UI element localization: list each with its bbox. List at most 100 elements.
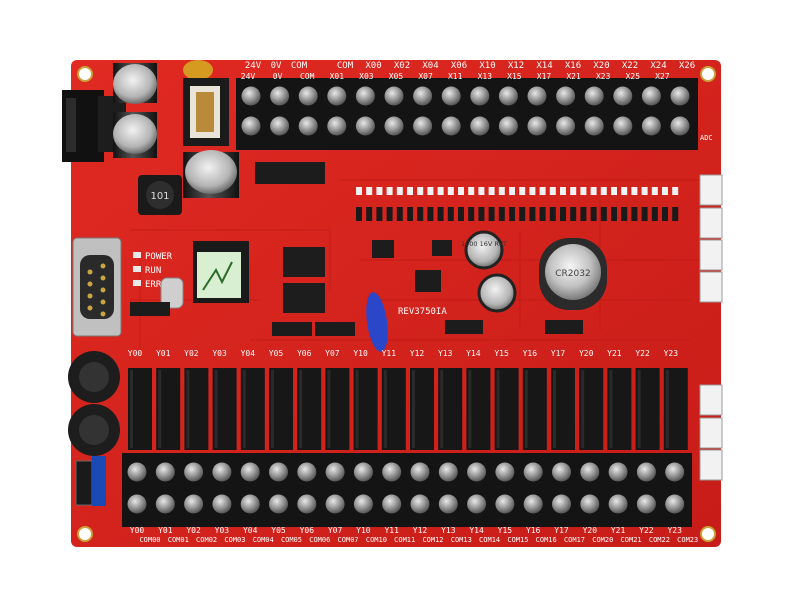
terminal-screw[interactable] bbox=[155, 494, 175, 514]
terminal-screw[interactable] bbox=[438, 494, 458, 514]
terminal-screw[interactable] bbox=[297, 494, 317, 514]
terminal-screw[interactable] bbox=[641, 86, 661, 106]
terminal-screw[interactable] bbox=[495, 494, 515, 514]
terminal-screw[interactable] bbox=[269, 494, 288, 514]
terminal-screw[interactable] bbox=[613, 86, 633, 106]
com-label: COM15 bbox=[507, 536, 528, 544]
terminal-screw[interactable] bbox=[241, 116, 261, 136]
input-led bbox=[590, 187, 597, 195]
terminal-screw[interactable] bbox=[127, 462, 147, 482]
output-label: Y20 bbox=[583, 526, 598, 535]
terminal-screw[interactable] bbox=[327, 86, 347, 106]
resistor bbox=[560, 207, 566, 221]
terminal-screw[interactable] bbox=[552, 494, 571, 514]
output-label: Y21 bbox=[607, 349, 622, 358]
terminal-screw[interactable] bbox=[584, 86, 604, 106]
com-label: COM20 bbox=[592, 536, 613, 544]
input-led bbox=[611, 187, 617, 195]
terminal-screw[interactable] bbox=[498, 86, 518, 106]
terminal-screw[interactable] bbox=[470, 116, 490, 136]
terminal-screw[interactable] bbox=[325, 494, 345, 514]
mini-din-connector bbox=[68, 351, 120, 456]
terminal-screw[interactable] bbox=[552, 462, 571, 482]
com-label: COM01 bbox=[168, 536, 189, 544]
terminal-screw[interactable] bbox=[580, 462, 600, 482]
terminal-screw[interactable] bbox=[270, 86, 290, 106]
output-label: Y05 bbox=[271, 526, 286, 535]
terminal-screw[interactable] bbox=[670, 86, 690, 106]
input-led bbox=[560, 187, 566, 195]
resistor bbox=[437, 207, 444, 221]
terminal-screw[interactable] bbox=[298, 116, 318, 136]
db9-connector bbox=[72, 237, 122, 337]
output-label: Y01 bbox=[158, 526, 173, 535]
terminal-screw[interactable] bbox=[467, 494, 487, 514]
terminal-screw[interactable] bbox=[438, 462, 458, 482]
terminal-screw[interactable] bbox=[353, 462, 373, 482]
input-led bbox=[396, 187, 403, 195]
output-label: Y06 bbox=[300, 526, 315, 535]
terminal-screw[interactable] bbox=[353, 494, 373, 514]
terminal-screw[interactable] bbox=[269, 462, 288, 482]
terminal-screw[interactable] bbox=[636, 494, 656, 514]
terminal-screw[interactable] bbox=[355, 116, 375, 136]
terminal-screw[interactable] bbox=[212, 462, 232, 482]
terminal-screw[interactable] bbox=[184, 462, 204, 482]
terminal-screw[interactable] bbox=[527, 86, 547, 106]
terminal-screw[interactable] bbox=[410, 462, 430, 482]
terminal-screw[interactable] bbox=[580, 494, 600, 514]
led-label-run: RUN bbox=[145, 266, 161, 276]
terminal-screw[interactable] bbox=[241, 86, 261, 106]
terminal-screw[interactable] bbox=[410, 494, 430, 514]
revision-text: REV3750IA bbox=[398, 307, 447, 317]
terminal-screw[interactable] bbox=[413, 86, 433, 106]
terminal-screw[interactable] bbox=[155, 462, 175, 482]
terminal-screw[interactable] bbox=[613, 116, 633, 136]
terminal-label: 0V bbox=[271, 61, 282, 71]
terminal-screw[interactable] bbox=[665, 462, 685, 482]
terminal-screw[interactable] bbox=[495, 462, 515, 482]
input-led bbox=[447, 187, 454, 195]
terminal-screw[interactable] bbox=[441, 116, 461, 136]
com-label: COM17 bbox=[564, 536, 585, 544]
terminal-screw[interactable] bbox=[240, 494, 260, 514]
resistor bbox=[488, 207, 495, 221]
input-led bbox=[458, 187, 464, 195]
terminal-screw[interactable] bbox=[298, 86, 318, 106]
resistor bbox=[570, 207, 577, 221]
terminal-screw[interactable] bbox=[441, 86, 461, 106]
terminal-screw[interactable] bbox=[467, 462, 487, 482]
terminal-screw[interactable] bbox=[382, 494, 402, 514]
terminal-screw[interactable] bbox=[384, 86, 404, 106]
terminal-screw[interactable] bbox=[584, 116, 604, 136]
terminal-screw[interactable] bbox=[498, 116, 518, 136]
terminal-screw[interactable] bbox=[184, 494, 204, 514]
terminal-screw[interactable] bbox=[297, 462, 317, 482]
terminal-screw[interactable] bbox=[325, 462, 345, 482]
terminal-screw[interactable] bbox=[523, 462, 543, 482]
terminal-screw[interactable] bbox=[670, 116, 690, 136]
terminal-label: X15 bbox=[507, 72, 522, 81]
terminal-screw[interactable] bbox=[665, 494, 685, 514]
terminal-screw[interactable] bbox=[127, 494, 147, 514]
terminal-screw[interactable] bbox=[270, 116, 290, 136]
terminal-screw[interactable] bbox=[556, 86, 576, 106]
terminal-screw[interactable] bbox=[556, 116, 576, 136]
terminal-screw[interactable] bbox=[355, 86, 375, 106]
terminal-screw[interactable] bbox=[527, 116, 547, 136]
terminal-screw[interactable] bbox=[382, 462, 402, 482]
terminal-screw[interactable] bbox=[212, 494, 232, 514]
terminal-screw[interactable] bbox=[470, 86, 490, 106]
terminal-screw[interactable] bbox=[641, 116, 661, 136]
terminal-screw[interactable] bbox=[413, 116, 433, 136]
input-led bbox=[376, 187, 383, 195]
relay-highlight bbox=[412, 370, 415, 448]
terminal-screw[interactable] bbox=[327, 116, 347, 136]
relay-highlight bbox=[665, 370, 669, 448]
terminal-screw[interactable] bbox=[523, 494, 543, 514]
terminal-screw[interactable] bbox=[384, 116, 404, 136]
terminal-screw[interactable] bbox=[240, 462, 260, 482]
terminal-screw[interactable] bbox=[608, 494, 628, 514]
terminal-screw[interactable] bbox=[608, 462, 628, 482]
terminal-screw[interactable] bbox=[636, 462, 656, 482]
